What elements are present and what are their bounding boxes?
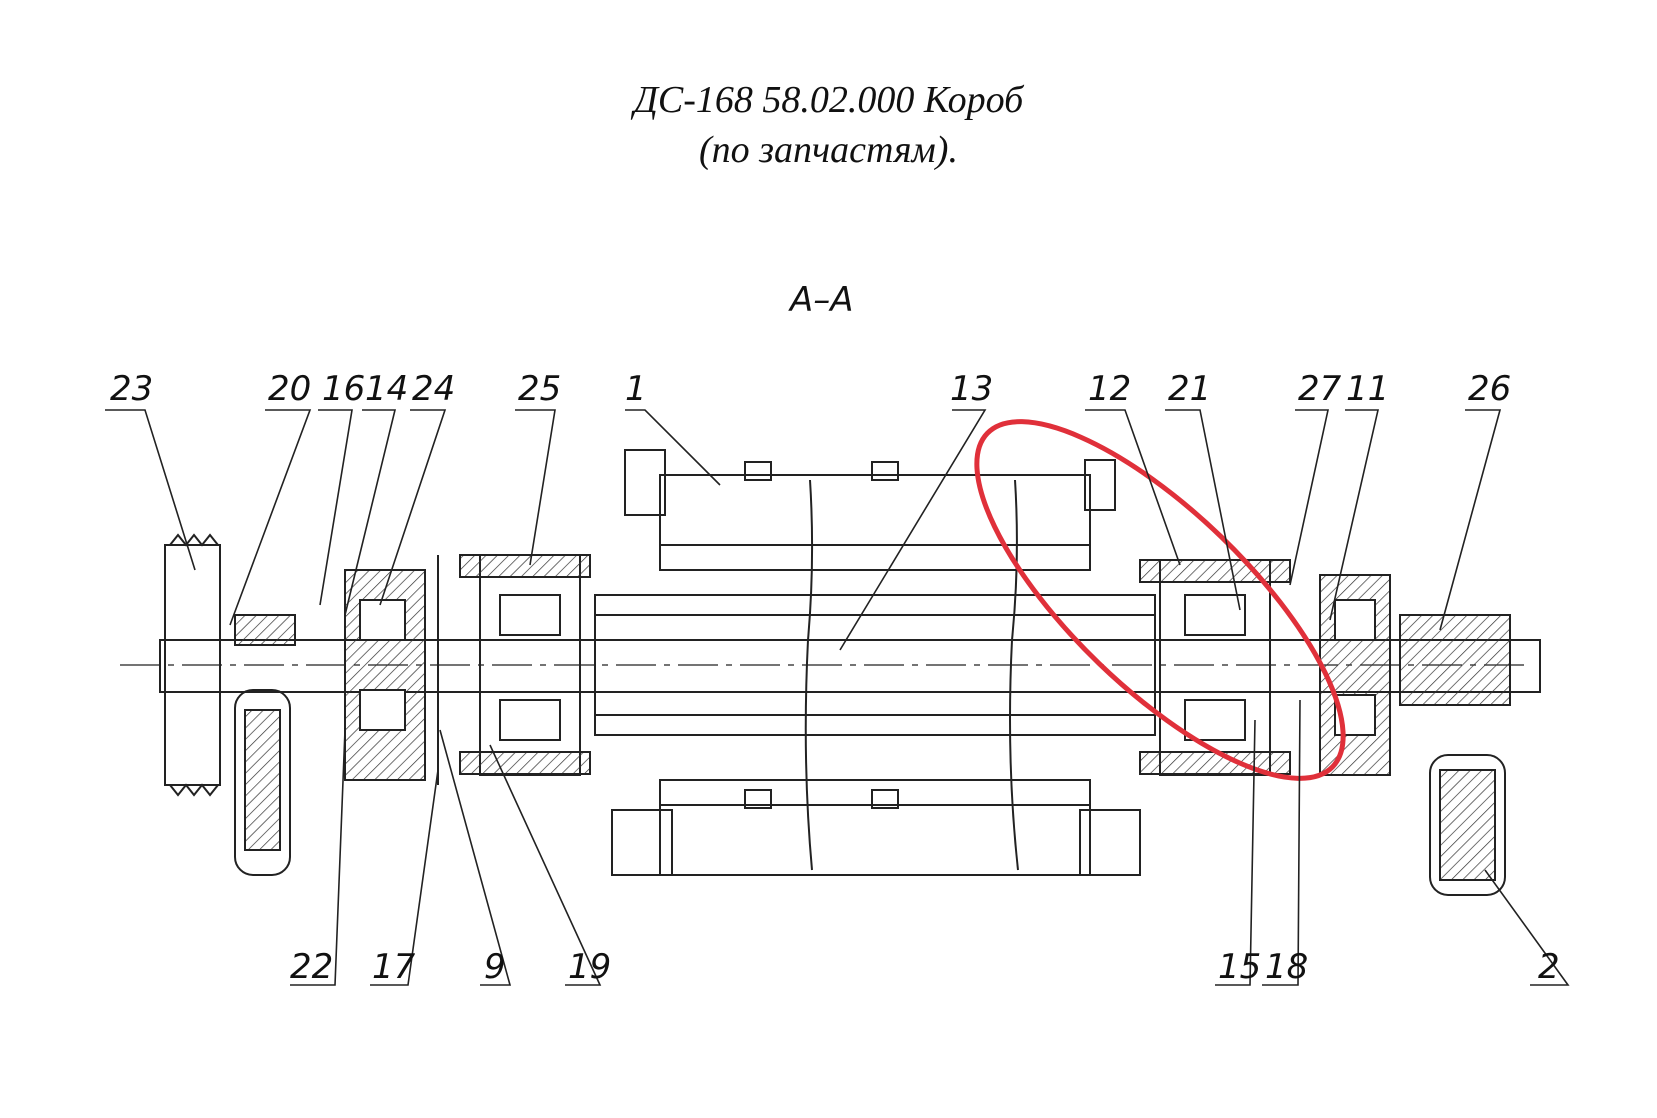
callout-18: 18 xyxy=(1265,947,1308,987)
callout-13: 13 xyxy=(950,369,993,409)
hub-26 xyxy=(1399,614,1511,706)
callout-15: 15 xyxy=(1218,947,1261,987)
hub-20 xyxy=(234,614,296,646)
break-line-right xyxy=(1009,479,1019,871)
callout-22: 22 xyxy=(290,947,333,987)
callout-25: 25 xyxy=(518,369,561,409)
callout-9: 9 xyxy=(484,947,506,987)
break-line-left xyxy=(804,479,814,871)
drawing-subtitle: (по запчастям). xyxy=(699,129,958,171)
callout-2: 2 xyxy=(1538,947,1560,987)
right-wheel xyxy=(1429,754,1506,896)
callout-20: 20 xyxy=(268,369,311,409)
callout-16: 16 xyxy=(322,369,365,409)
lower-box xyxy=(659,779,1091,876)
callout-19: 19 xyxy=(568,947,611,987)
pulley-23 xyxy=(164,544,221,786)
bearing-12 xyxy=(1159,559,1271,776)
left-wheel xyxy=(234,689,291,876)
section-label: А–А xyxy=(790,280,854,320)
callout-27: 27 xyxy=(1298,369,1342,409)
callout-24: 24 xyxy=(412,369,455,409)
callout-11: 11 xyxy=(1346,369,1389,409)
callout-12: 12 xyxy=(1088,369,1131,409)
callout-14: 14 xyxy=(365,369,408,409)
leader-lines xyxy=(105,409,1570,986)
callout-17: 17 xyxy=(372,947,416,987)
callout-23: 23 xyxy=(110,369,153,409)
callout-21: 21 xyxy=(1168,369,1211,409)
upper-box-flange-right xyxy=(1084,459,1116,511)
main-shaft xyxy=(159,639,1541,693)
assembly-geometry xyxy=(120,449,1541,896)
highlight-ellipse xyxy=(974,419,1346,781)
drum-body xyxy=(594,594,1156,736)
callout-1: 1 xyxy=(625,369,647,409)
upper-box xyxy=(659,474,1091,571)
upper-box-flange-left xyxy=(624,449,666,516)
callout-26: 26 xyxy=(1468,369,1511,409)
drawing-title: ДС-168 58.02.000 Короб xyxy=(633,79,1024,121)
